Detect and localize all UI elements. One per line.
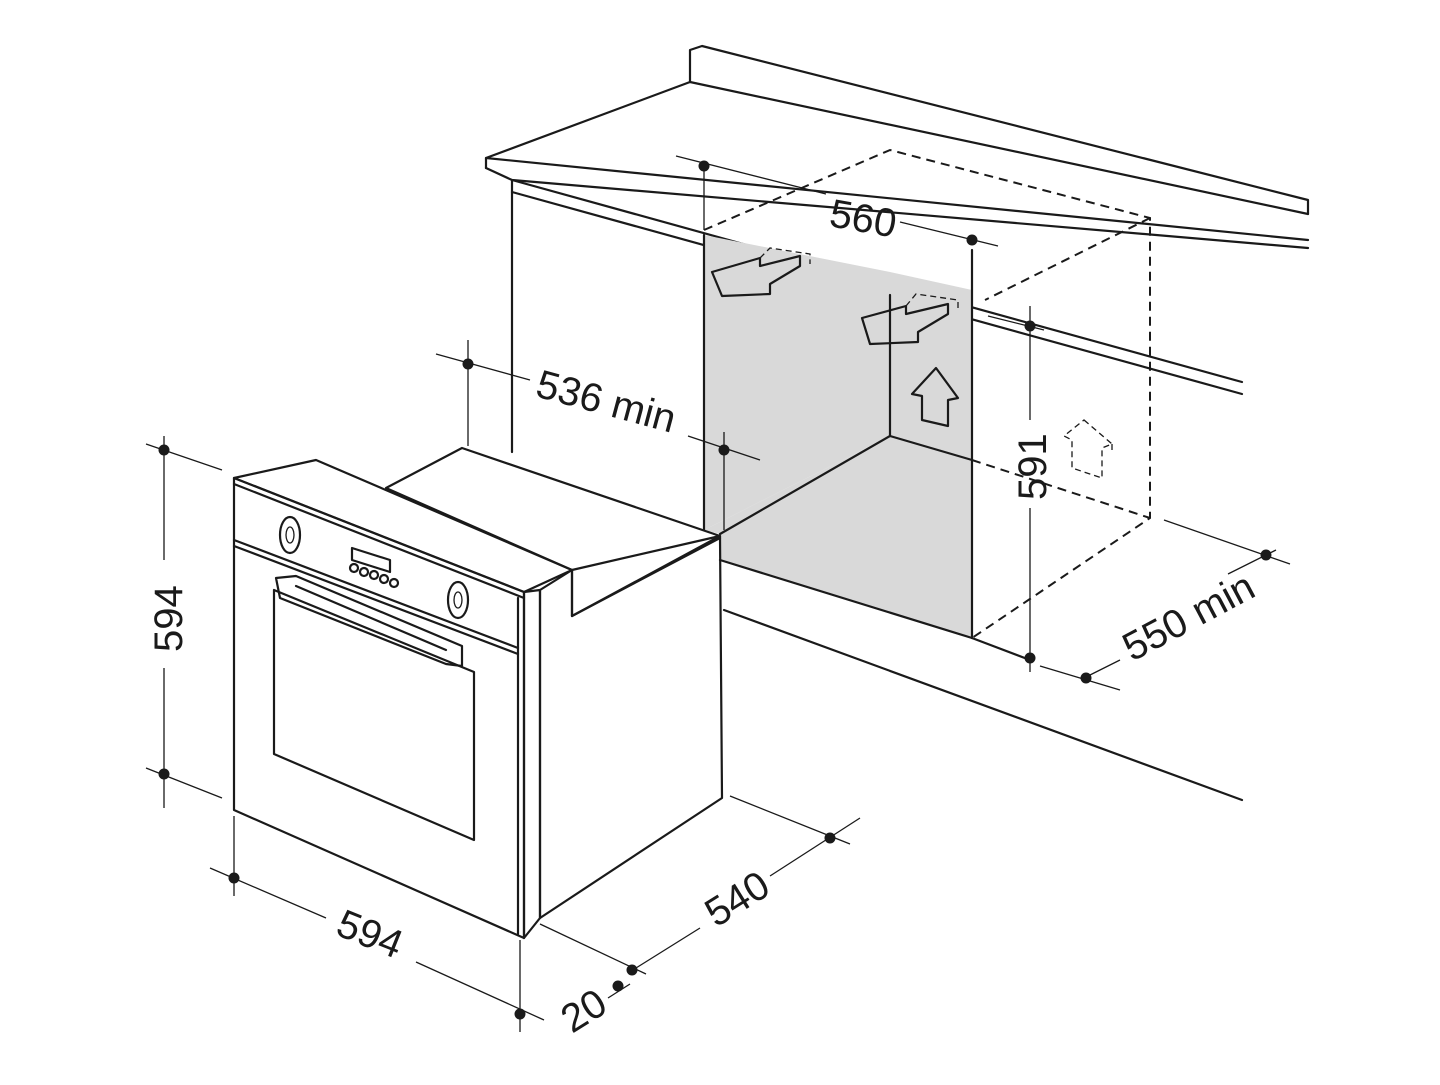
oven	[232, 446, 724, 940]
dimension-niche-height	[987, 306, 1045, 672]
vent-arrow-dashed-icon	[1062, 419, 1114, 479]
oven-knob-left	[278, 515, 302, 555]
label-oven-depth: 540	[697, 863, 777, 936]
dimension-door-thickness	[607, 980, 631, 999]
dimension-oven-depth	[539, 795, 861, 976]
cabinet	[510, 178, 1244, 802]
label-oven-width: 594	[331, 902, 409, 968]
airflow-arrow-icon	[710, 247, 811, 298]
airflow-arrow-icon	[860, 293, 959, 346]
oven-knob-right	[446, 580, 470, 620]
oven-door-window	[272, 588, 476, 842]
required-space-outline	[703, 148, 1151, 639]
oven-buttons	[348, 562, 400, 589]
oven-display	[350, 546, 392, 574]
dimension-niche-depth	[1039, 519, 1291, 691]
label-oven-height: 594	[147, 585, 191, 652]
label-niche-height: 591	[1011, 433, 1055, 500]
airflow-up-arrow-icon	[910, 366, 960, 428]
dimension-oven-width	[209, 816, 545, 1032]
label-door-thickness: 20	[553, 981, 614, 1042]
oven-door-handle	[274, 574, 464, 668]
label-niche-min-depth: 550 min	[1116, 564, 1262, 670]
label-cabinet-depth: 536 min	[532, 362, 681, 441]
niche-floor	[704, 436, 972, 638]
dimension-oven-height	[145, 436, 223, 808]
niche-right-wall	[890, 272, 972, 460]
label-niche-width: 560	[826, 192, 899, 247]
dimension-cabinet-depth	[435, 340, 761, 530]
dimension-niche-width	[675, 155, 999, 247]
